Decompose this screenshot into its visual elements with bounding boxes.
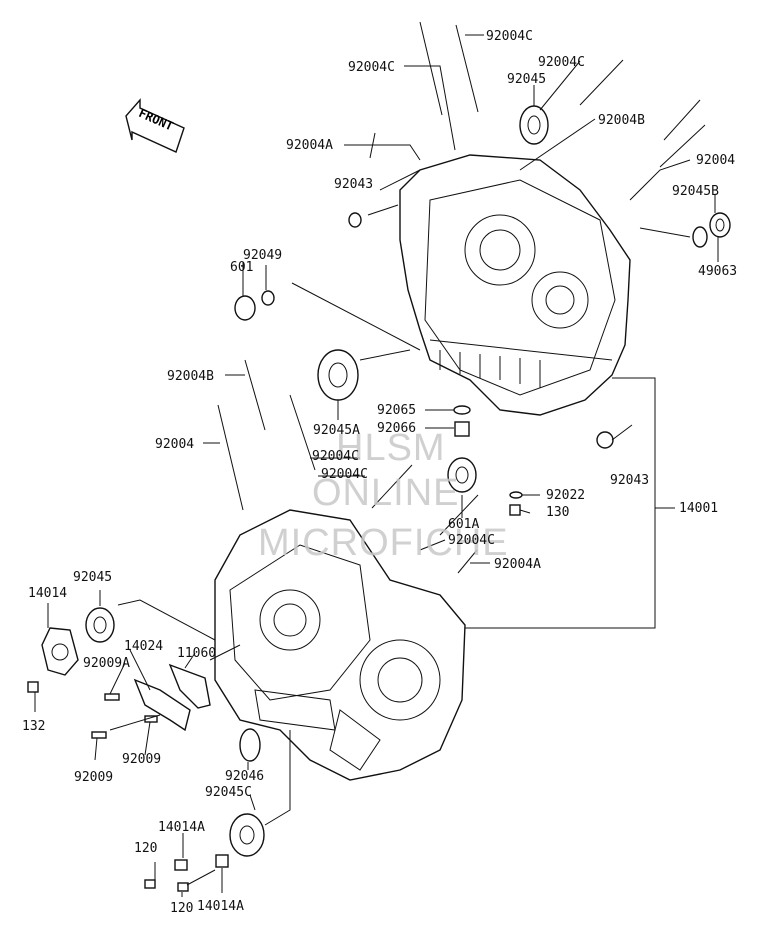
- part-label: 92009: [74, 770, 113, 785]
- lower-crankcase-half: [214, 509, 466, 781]
- part-label: 92043: [334, 177, 373, 192]
- part-label: 92043: [610, 473, 649, 488]
- part-label: 92004A: [494, 557, 541, 572]
- part-label: 92049: [243, 248, 282, 263]
- part-label: 49063: [698, 264, 737, 279]
- part-labels: 92004C 92004C 92004C 92045 92004A 92004B…: [22, 29, 737, 916]
- part-label: 92065: [377, 403, 416, 418]
- part-label: 92045B: [672, 184, 719, 199]
- part-label: 92009: [122, 752, 161, 767]
- leader-lines: [34, 34, 719, 897]
- part-label: 92046: [225, 769, 264, 784]
- part-label: 601A: [448, 517, 479, 532]
- part-label: 92004C: [348, 60, 395, 75]
- part-label: 92004: [155, 437, 194, 452]
- watermark: HLSM ONLINE MICROFICHE: [258, 427, 509, 564]
- part-label: 92004A: [286, 138, 333, 153]
- part-label: 92004C: [321, 467, 368, 482]
- part-label: 14014: [28, 586, 67, 601]
- part-label: 92004B: [167, 369, 214, 384]
- part-label: 601: [230, 260, 253, 275]
- part-label: 92066: [377, 421, 416, 436]
- part-label: 14014A: [197, 899, 244, 914]
- part-label: 130: [546, 505, 569, 520]
- part-label: 120: [134, 841, 157, 856]
- studs: [217, 21, 706, 574]
- front-arrow-icon: FRONT: [125, 98, 185, 153]
- part-label: 132: [22, 719, 45, 734]
- part-label: 92004C: [538, 55, 585, 70]
- part-label: 92009A: [83, 656, 130, 671]
- upper-crankcase-half: [399, 154, 631, 416]
- bearings: [27, 105, 731, 892]
- watermark-line-3: MICROFICHE: [258, 522, 509, 564]
- part-label: 92004C: [312, 449, 359, 464]
- part-label: 92004: [696, 153, 735, 168]
- part-label: 14014A: [158, 820, 205, 835]
- part-label: 11060: [177, 646, 216, 661]
- part-label: 92004C: [448, 533, 495, 548]
- part-label: 14001: [679, 501, 718, 516]
- watermark-line-1: HLSM: [336, 427, 446, 469]
- part-label: 14024: [124, 639, 163, 654]
- part-label: 92045C: [205, 785, 252, 800]
- part-label: 92045: [507, 72, 546, 87]
- part-label: 92045: [73, 570, 112, 585]
- watermark-line-2: ONLINE: [312, 472, 459, 514]
- part-label: 92004C: [486, 29, 533, 44]
- part-label: 92022: [546, 488, 585, 503]
- part-label: 92045A: [313, 423, 360, 438]
- part-label: 92004B: [598, 113, 645, 128]
- part-label: 120: [170, 901, 193, 916]
